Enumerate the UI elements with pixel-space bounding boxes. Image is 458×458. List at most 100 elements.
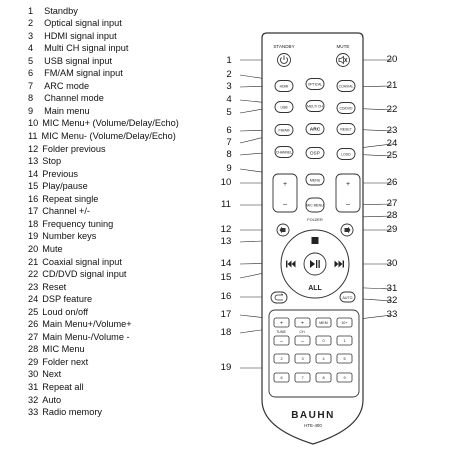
number-2-button[interactable]: 2 xyxy=(273,353,290,364)
arc-button[interactable]: ARC xyxy=(305,123,325,135)
tune-plus-button[interactable]: + xyxy=(273,317,290,328)
number-0-button[interactable]: 0 xyxy=(315,335,332,346)
tune-minus-button[interactable]: – xyxy=(273,335,290,346)
optical-label: OPTICAL xyxy=(308,82,323,86)
repeat-all-button[interactable]: ALL xyxy=(308,285,322,292)
callout-21: 21 xyxy=(386,80,398,91)
next-button[interactable] xyxy=(334,260,345,268)
legend-text: Coaxial signal input xyxy=(42,256,122,267)
legend-number: 33 xyxy=(28,407,39,418)
number-7-button-label: 7 xyxy=(301,376,303,380)
number-3-button-label: 3 xyxy=(301,357,303,361)
legend-number: 21 xyxy=(28,256,39,267)
number-1-button[interactable]: 1 xyxy=(336,335,353,346)
repeat-icon xyxy=(274,293,284,301)
previous-button[interactable] xyxy=(286,260,296,268)
folder-previous-button[interactable] xyxy=(276,223,290,237)
legend-number: 12 xyxy=(28,143,39,154)
legend-number: 32 xyxy=(28,394,39,405)
legend-number: 24 xyxy=(28,294,39,305)
legend-number: 5 xyxy=(28,55,34,66)
number-5-button-label: 5 xyxy=(343,357,345,361)
mic-menu-button[interactable]: MIC MENU xyxy=(305,197,325,213)
tune-label: TUNE xyxy=(276,330,286,334)
volume-rocker[interactable]: + – xyxy=(335,173,361,213)
ten-plus-button-label: 10+ xyxy=(341,321,347,325)
legend-text: MIC Menu xyxy=(42,344,85,355)
mic-menu-rocker[interactable]: + – xyxy=(272,173,298,213)
play-pause-button[interactable] xyxy=(310,260,320,268)
menu-button[interactable]: MENU xyxy=(305,173,325,186)
legend-number: 23 xyxy=(28,281,39,292)
loud-label: LOUD xyxy=(341,152,351,156)
auto-button[interactable]: AUTO xyxy=(339,291,356,303)
stop-button[interactable] xyxy=(311,237,319,244)
legend-text: Mute xyxy=(42,243,63,254)
cd-dvd-button[interactable]: CD/DVD xyxy=(336,102,356,114)
number-5-button[interactable]: 5 xyxy=(336,353,353,364)
number-3-button[interactable]: 3 xyxy=(294,353,311,364)
folder-next-button[interactable] xyxy=(340,223,354,237)
reset-button[interactable]: RESET xyxy=(336,123,356,135)
number-0-button-label: 0 xyxy=(322,339,324,343)
multi-ch-button[interactable]: MULTI CH xyxy=(305,100,325,112)
dsp-button[interactable]: DSP xyxy=(305,147,325,159)
legend-number: 14 xyxy=(28,168,39,179)
usb-button[interactable]: USB xyxy=(274,101,294,113)
number-7-button[interactable]: 7 xyxy=(294,372,311,383)
callout-2: 2 xyxy=(226,69,232,80)
hdmi-button[interactable]: HDMI xyxy=(274,80,294,92)
callout-23: 23 xyxy=(386,125,398,136)
legend-number: 20 xyxy=(28,243,39,254)
ch-minus-button-label: – xyxy=(301,338,304,344)
number-6-button[interactable]: 6 xyxy=(273,372,290,383)
number-4-button[interactable]: 4 xyxy=(315,353,332,364)
legend-text: MIC Menu- (Volume/Delay/Echo) xyxy=(41,131,176,141)
fm-am-button[interactable]: FM/AM xyxy=(274,124,294,136)
legend-number: 16 xyxy=(28,193,39,204)
vol-plus-sign: + xyxy=(346,181,350,188)
legend-text: Main Menu+/Volume+ xyxy=(42,319,132,330)
mute-button[interactable] xyxy=(336,53,350,67)
coaxial-button[interactable]: COAXIAL xyxy=(336,80,356,92)
callout-31: 31 xyxy=(386,283,398,294)
legend-text: FM/AM signal input xyxy=(44,68,123,79)
repeat-single-button[interactable] xyxy=(270,291,288,304)
number-8-button[interactable]: 8 xyxy=(315,372,332,383)
legend-number: 10 xyxy=(28,118,39,129)
legend-text: USB signal input xyxy=(44,55,113,66)
channel-button[interactable]: CHANNEL xyxy=(274,146,294,158)
mem-button[interactable]: MEM xyxy=(315,317,332,328)
legend-number: 26 xyxy=(28,319,39,330)
legend-text: Repeat single xyxy=(42,193,99,204)
callout-25: 25 xyxy=(386,150,398,161)
ch-minus-button[interactable]: – xyxy=(294,335,311,346)
ch-plus-button[interactable]: + xyxy=(294,317,311,328)
optical-button[interactable]: OPTICAL xyxy=(305,78,325,90)
arrow-left-icon xyxy=(279,226,286,234)
callout-22: 22 xyxy=(386,104,398,115)
loud-button[interactable]: LOUD xyxy=(336,148,356,160)
legend-number: 3 xyxy=(28,30,34,41)
number-1-button-label: 1 xyxy=(343,339,345,343)
ten-plus-button[interactable]: 10+ xyxy=(336,317,353,328)
number-9-button[interactable]: 9 xyxy=(336,372,353,383)
mic-menu-label: MIC MENU xyxy=(306,204,324,208)
legend-text: Channel +/- xyxy=(42,206,90,217)
legend-text: Play/pause xyxy=(42,181,88,192)
number-8-button-label: 8 xyxy=(322,376,324,380)
legend-number: 22 xyxy=(28,269,39,280)
standby-button[interactable] xyxy=(277,53,291,67)
number-2-button-label: 2 xyxy=(280,357,282,361)
